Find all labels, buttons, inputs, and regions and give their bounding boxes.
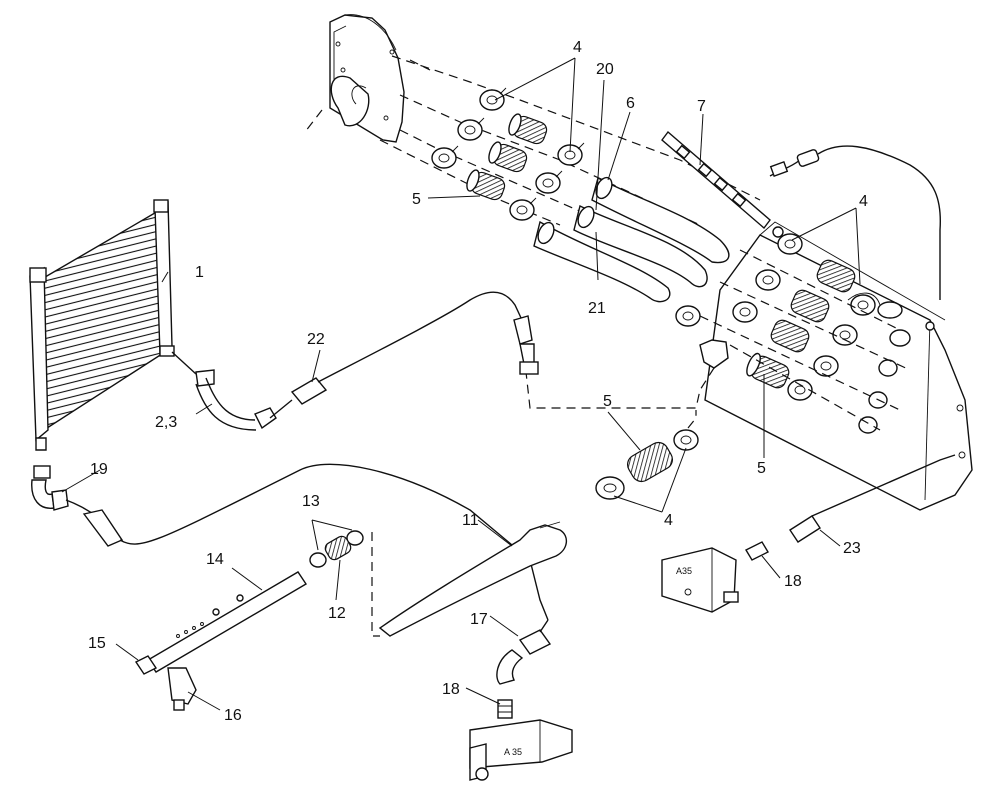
short-hose-12 [324, 535, 352, 561]
clamp-group-upper [431, 87, 585, 221]
callout-7: 7 [697, 98, 706, 115]
valve-tag-lower: A 35 [504, 747, 522, 757]
short-hose-group-right [746, 259, 856, 389]
callout-6: 6 [626, 95, 635, 112]
adapter-fitting-22 [269, 291, 539, 419]
long-hose-group [533, 176, 730, 303]
callout-4-right: 4 [859, 193, 868, 210]
adapter-fitting-23 [789, 454, 956, 543]
elbow-fitting-17 [496, 619, 552, 685]
oil-cooler-radiator [29, 199, 175, 451]
clamp-13 [309, 530, 364, 568]
nipple-fitting-18-lower [497, 699, 513, 719]
manifold-tube-14 [147, 571, 307, 673]
callout-labels: 1 2,3 4 4 4 5 5 5 6 7 11 12 13 14 15 16 … [88, 39, 868, 724]
callout-1: 1 [195, 264, 204, 281]
callout-5-right: 5 [757, 460, 766, 477]
callout-21: 21 [588, 300, 606, 317]
callout-5-lower: 5 [603, 393, 612, 410]
callout-4-lower: 4 [664, 512, 673, 529]
callout-18-lower: 18 [442, 681, 460, 698]
callout-19: 19 [90, 461, 108, 478]
callout-18-upper: 18 [784, 573, 802, 590]
housing-elbow-fitting [525, 339, 729, 409]
callout-22: 22 [307, 331, 325, 348]
callout-4-upper: 4 [573, 39, 582, 56]
fitting-assembly-7 [661, 130, 942, 300]
clamp-group-right [675, 233, 876, 401]
right-assembly-guides [699, 249, 911, 431]
valve-block-lower: A 35 [469, 719, 573, 781]
callout-14: 14 [206, 551, 224, 568]
short-hose-group-upper [466, 113, 548, 201]
upper-mounting-bracket [304, 14, 405, 143]
elbow-fitting-15 [134, 655, 158, 675]
adapter-block-16 [167, 667, 197, 711]
valve-block-upper: A35 [661, 547, 739, 613]
hose-2-3 [171, 351, 277, 431]
valve-tag-upper: A35 [676, 566, 692, 576]
clamp-group-lower [595, 410, 699, 500]
elbow-fitting-19 [31, 463, 549, 621]
callout-2-3: 2,3 [155, 414, 177, 431]
nipple-fitting-18-upper [745, 541, 769, 561]
callout-20: 20 [596, 61, 614, 78]
callout-15: 15 [88, 635, 106, 652]
callout-12: 12 [328, 605, 346, 622]
callout-17: 17 [470, 611, 488, 628]
callout-16: 16 [224, 707, 242, 724]
callout-23: 23 [843, 540, 861, 557]
hose-11 [371, 521, 567, 637]
callout-5-upper: 5 [412, 191, 421, 208]
callout-11: 11 [462, 512, 479, 529]
callout-13: 13 [302, 493, 320, 510]
leader-lines [61, 57, 861, 711]
